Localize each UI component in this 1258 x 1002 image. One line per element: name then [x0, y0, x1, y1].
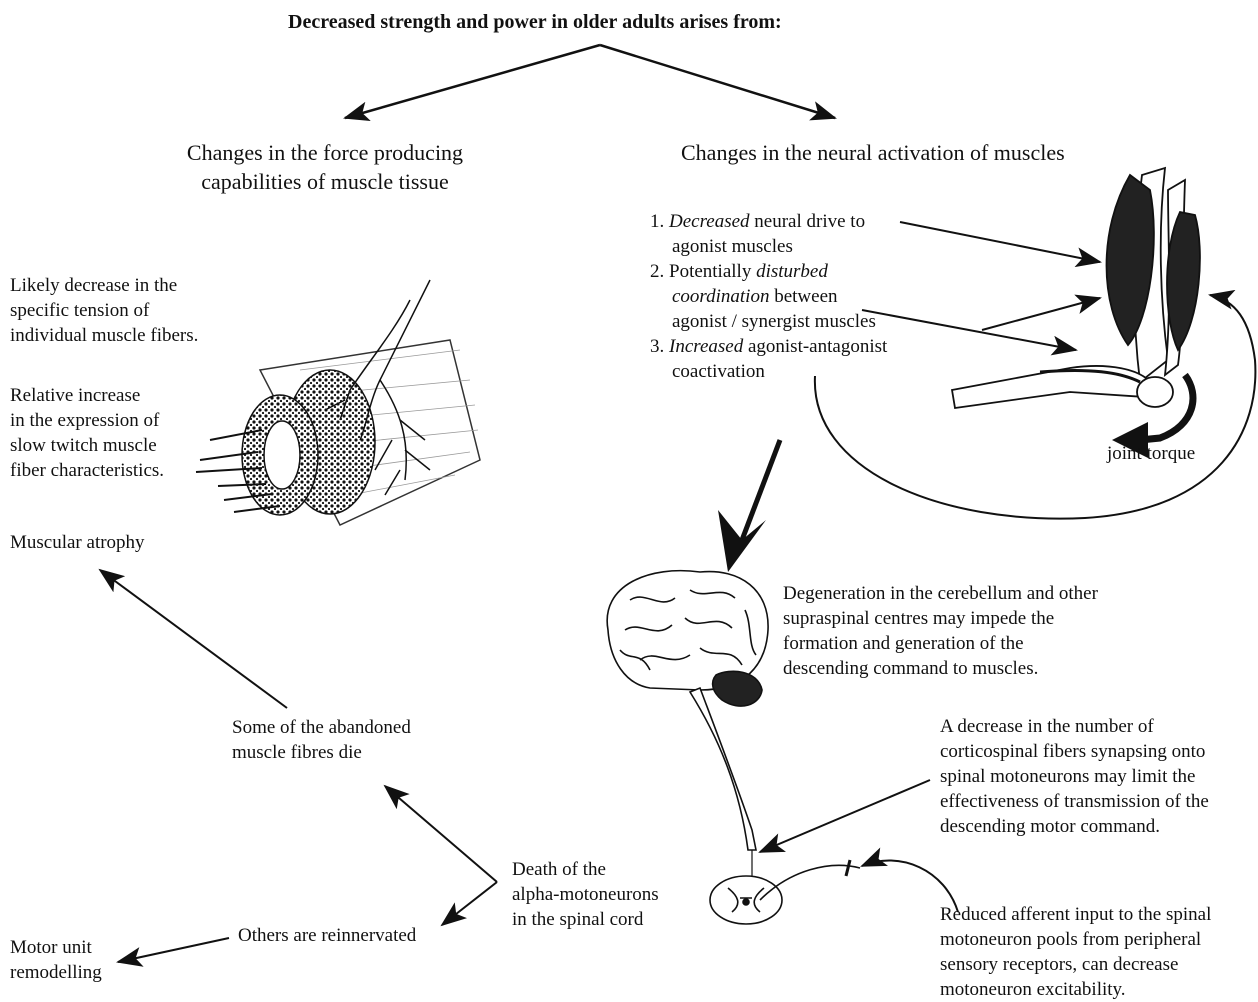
corticospinal-line4: effectiveness of transmission of the — [940, 789, 1209, 814]
slow-twitch-line2: in the expression of — [10, 408, 164, 433]
afferent-note: Reduced afferent input to the spinal mot… — [940, 902, 1211, 1002]
arrow-to-brain-head — [718, 510, 766, 572]
arm-joint-illustration — [952, 168, 1200, 408]
tension-line3: individual muscle fibers. — [10, 323, 198, 348]
neural-item-1-line2: agonist muscles — [650, 234, 887, 259]
left-branch-line1: Changes in the force producing — [150, 138, 500, 167]
arrow-drive-to-agonist — [900, 222, 1100, 262]
death-line1: Death of the — [512, 857, 659, 882]
afferent-line4: motoneuron excitability. — [940, 977, 1211, 1002]
muscular-atrophy-label: Muscular atrophy — [10, 530, 145, 555]
tension-line2: specific tension of — [10, 298, 198, 323]
slow-twitch-line3: slow twitch muscle — [10, 433, 164, 458]
tension-line1: Likely decrease in the — [10, 273, 198, 298]
abandoned-line1: Some of the abandoned — [232, 715, 411, 740]
spinal-cord-cross-section — [710, 876, 782, 924]
arrow-fibres-die — [385, 786, 497, 882]
left-branch-label: Changes in the force producing capabilit… — [150, 138, 500, 196]
corticospinal-line3: spinal motoneurons may limit the — [940, 764, 1209, 789]
abandoned-line2: muscle fibres die — [232, 740, 411, 765]
neural-item-2: 2. Potentially disturbed — [650, 259, 887, 284]
corticospinal-line1: A decrease in the number of — [940, 714, 1209, 739]
death-line2: alpha-motoneurons — [512, 882, 659, 907]
arrow-atrophy — [100, 570, 287, 708]
arrow-synergist — [982, 298, 1100, 330]
neural-item-3: 3. Increased agonist-antagonist — [650, 334, 887, 359]
motoneuron-death-note: Death of the alpha-motoneurons in the sp… — [512, 857, 659, 932]
joint-torque-label: joint torque — [1107, 441, 1195, 466]
arrow-corticospinal — [760, 780, 930, 852]
slow-twitch-note: Relative increase in the expression of s… — [10, 383, 164, 483]
arrow-to-neural-activation — [600, 45, 835, 118]
arrow-remodelling — [118, 938, 229, 962]
remodelling-line1: Motor unit — [10, 935, 102, 960]
neural-item-2-line2: coordination between — [650, 284, 887, 309]
cerebellum-note: Degeneration in the cerebellum and other… — [783, 581, 1098, 681]
muscle-fiber-illustration — [196, 280, 480, 525]
cerebellum-line1: Degeneration in the cerebellum and other — [783, 581, 1098, 606]
neural-item-3-line2: coactivation — [650, 359, 887, 384]
afferent-line1: Reduced afferent input to the spinal — [940, 902, 1211, 927]
arrow-to-muscle-tissue — [345, 45, 600, 118]
right-branch-label: Changes in the neural activation of musc… — [681, 138, 1065, 167]
arrow-coordination — [862, 310, 1076, 350]
reinnervated-label: Others are reinnervated — [238, 923, 416, 948]
corticospinal-line5: descending motor command. — [940, 814, 1209, 839]
arrow-reinnervated — [442, 882, 497, 925]
tension-note: Likely decrease in the specific tension … — [10, 273, 198, 348]
diagram-title: Decreased strength and power in older ad… — [288, 10, 782, 35]
slow-twitch-line1: Relative increase — [10, 383, 164, 408]
afferent-line2: motoneuron pools from peripheral — [940, 927, 1211, 952]
remodelling-label: Motor unit remodelling — [10, 935, 102, 985]
neural-list: 1. Decreased neural drive to agonist mus… — [650, 209, 887, 384]
slow-twitch-line4: fiber characteristics. — [10, 458, 164, 483]
death-line3: in the spinal cord — [512, 907, 659, 932]
remodelling-line2: remodelling — [10, 960, 102, 985]
neural-item-1: 1. Decreased neural drive to — [650, 209, 887, 234]
abandoned-fibres-note: Some of the abandoned muscle fibres die — [232, 715, 411, 765]
left-branch-line2: capabilities of muscle tissue — [150, 167, 500, 196]
cerebellum-line4: descending command to muscles. — [783, 656, 1098, 681]
corticospinal-line2: corticospinal fibers synapsing onto — [940, 739, 1209, 764]
cerebellum-line3: formation and generation of the — [783, 631, 1098, 656]
cerebellum-line2: supraspinal centres may impede the — [783, 606, 1098, 631]
corticospinal-note: A decrease in the number of corticospina… — [940, 714, 1209, 839]
afferent-line3: sensory receptors, can decrease — [940, 952, 1211, 977]
brain-illustration — [607, 571, 768, 850]
neural-item-2-line3: agonist / synergist muscles — [650, 309, 887, 334]
